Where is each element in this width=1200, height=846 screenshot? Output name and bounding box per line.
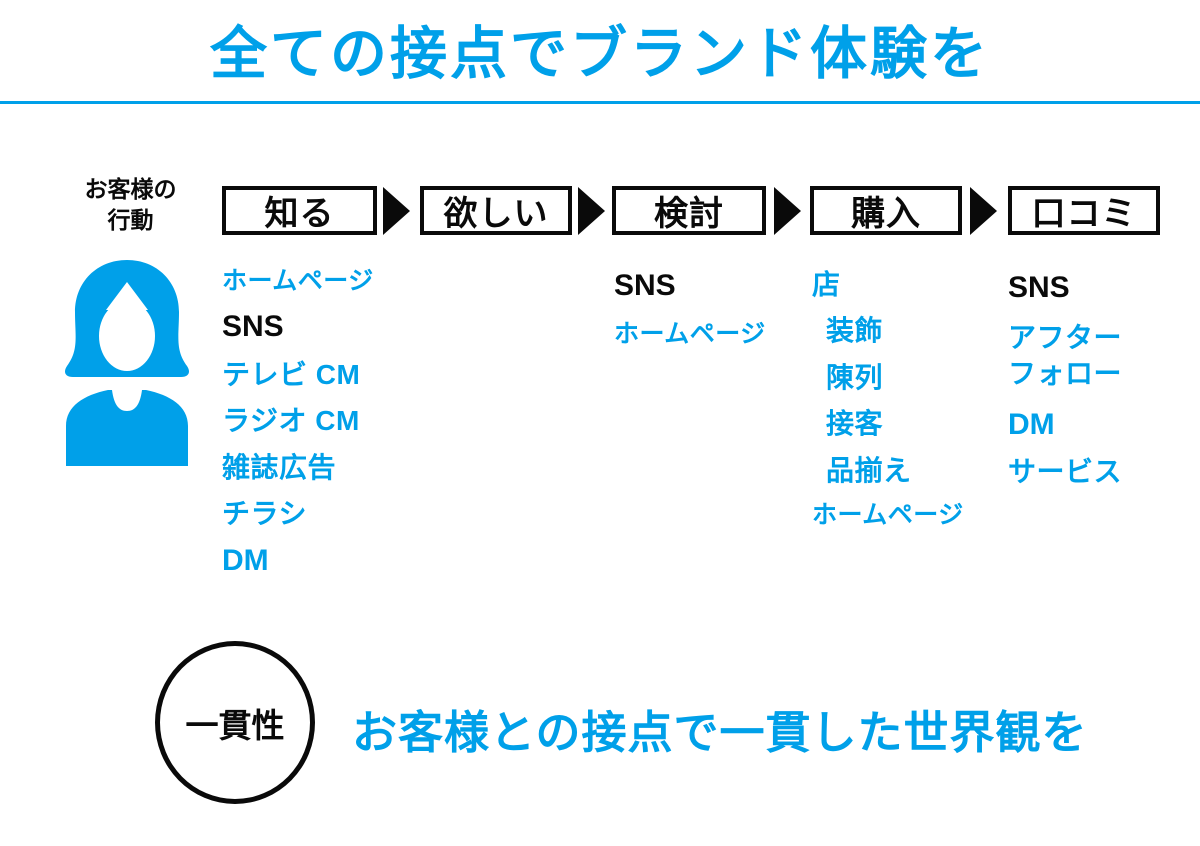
- arrow-right-icon: [383, 187, 410, 235]
- stage-box-want: 欲しい: [420, 186, 572, 235]
- touchpoint-item: 店: [812, 269, 841, 300]
- page-title: 全ての接点でブランド体験を: [210, 22, 990, 86]
- customer-action-label: お客様の 行動: [84, 176, 177, 234]
- touchpoint-item: DM: [222, 544, 269, 578]
- touchpoint-item: DM: [1008, 408, 1055, 442]
- touchpoint-list-know: ホームページ SNS テレビ CM ラジオ CM 雑誌広告 チラシ DM: [222, 268, 422, 577]
- touchpoint-item: SNS: [1008, 271, 1070, 304]
- touchpoint-list-purchase: 店 装飾 陳列 接客 品揃え ホームページ: [812, 269, 1002, 529]
- touchpoint-item: SNS: [614, 269, 676, 302]
- touchpoint-item: ホームページ: [614, 319, 766, 348]
- stage-box-word-of-mouth: 口コミ: [1008, 186, 1160, 235]
- consistency-badge: 一貫性: [155, 641, 315, 804]
- touchpoint-item: テレビ CM: [222, 358, 361, 390]
- touchpoint-list-consider: SNS ホームページ: [614, 270, 804, 347]
- title-underline: [0, 101, 1200, 104]
- touchpoint-item: ホームページ: [222, 267, 374, 295]
- touchpoint-item: 接客: [826, 408, 884, 440]
- touchpoint-item: ラジオ CM: [222, 405, 360, 437]
- touchpoint-item: チラシ: [222, 497, 307, 529]
- touchpoint-item: SNS: [222, 310, 284, 344]
- stage-box-purchase: 購入: [810, 186, 962, 235]
- touchpoint-item: 陳列: [826, 361, 884, 393]
- arrow-right-icon: [578, 187, 605, 235]
- touchpoint-item: 雑誌広告: [222, 451, 337, 483]
- touchpoint-item: アフター フォロー: [1008, 321, 1123, 390]
- touchpoint-item: 品揃え: [826, 454, 912, 486]
- touchpoint-item: サービス: [1008, 455, 1123, 487]
- stage-box-know: 知る: [222, 186, 377, 235]
- stage-box-consider: 検討: [612, 186, 766, 235]
- arrow-right-icon: [774, 187, 801, 235]
- touchpoint-item: 装飾: [826, 315, 884, 347]
- conclusion-message: お客様との接点で一貫した世界観を: [352, 707, 1088, 758]
- touchpoint-item: ホームページ: [812, 500, 964, 529]
- arrow-right-icon: [970, 187, 997, 235]
- touchpoint-list-word-of-mouth: SNS アフター フォロー DM サービス: [1008, 272, 1188, 486]
- female-customer-icon: [65, 260, 189, 466]
